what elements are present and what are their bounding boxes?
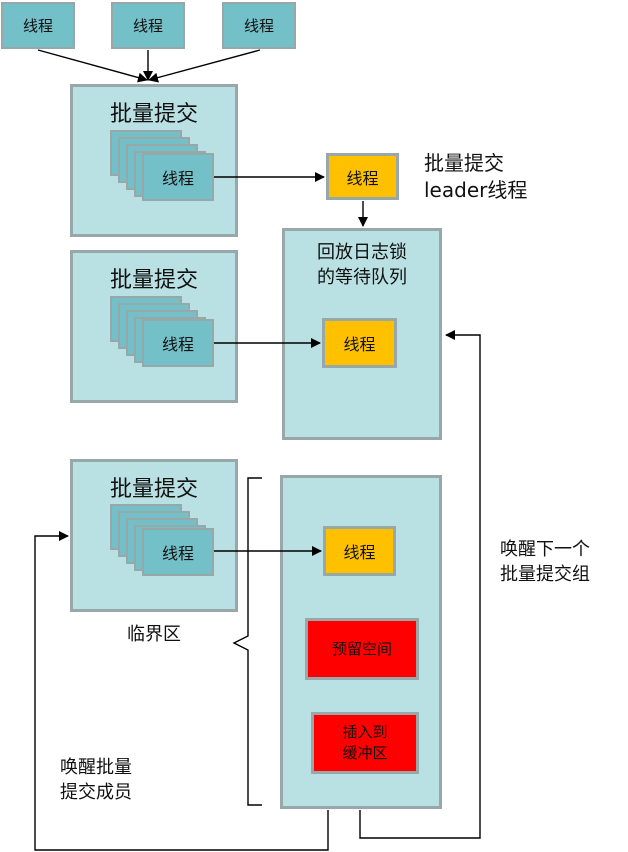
arrow-top-thread-1 [37,49,148,83]
batch-group-2-thread: 线程 [142,319,214,367]
queue-thread-box: 线程 [322,318,397,368]
insert-buffer-box: 插入到 缓冲区 [311,712,419,774]
leader-caption-line-2: leader线程 [424,178,528,202]
batch-group-3-title: 批量提交 [109,477,198,502]
arrow-wake-next-group [359,330,481,839]
reserve-space-box: 预留空间 [305,618,419,680]
batch-group-2-title: 批量提交 [109,268,198,293]
wake-members-line-1: 唤醒批量 [60,757,132,778]
wake-next-group-label: 唤醒下一个 批量提交组 [500,537,590,587]
critical-section-label: 临界区 [127,624,181,645]
batch-group-1-title: 批量提交 [109,102,198,127]
wait-queue-title-line-1: 回放日志锁 [317,242,407,263]
critical-thread-box: 线程 [323,526,396,576]
batch-group-1-thread: 线程 [142,153,214,201]
wake-members-label: 唤醒批量 提交成员 [60,755,132,805]
wake-members-line-2: 提交成员 [60,782,132,804]
leader-caption-line-1: 批量提交 [424,151,504,175]
leader-thread-box: 线程 [326,153,399,200]
arrow-top-thread-3 [148,49,261,83]
insert-buffer-line-1: 插入到 [342,723,388,741]
top-thread-box-1: 线程 [1,2,75,49]
batch-group-3-thread: 线程 [142,528,214,576]
insert-buffer-line-2: 缓冲区 [342,744,388,762]
wake-next-line-1: 唤醒下一个 [500,539,590,560]
wake-next-line-2: 批量提交组 [500,564,590,586]
top-thread-box-2: 线程 [111,2,185,49]
wait-queue-title-line-2: 的等待队列 [317,267,407,289]
critical-section-brace [232,477,262,806]
leader-caption: 批量提交 leader线程 [424,150,527,204]
top-thread-box-3: 线程 [222,2,296,49]
arrow-wake-members [34,531,329,851]
wait-queue-title: 回放日志锁 的等待队列 [282,240,442,290]
